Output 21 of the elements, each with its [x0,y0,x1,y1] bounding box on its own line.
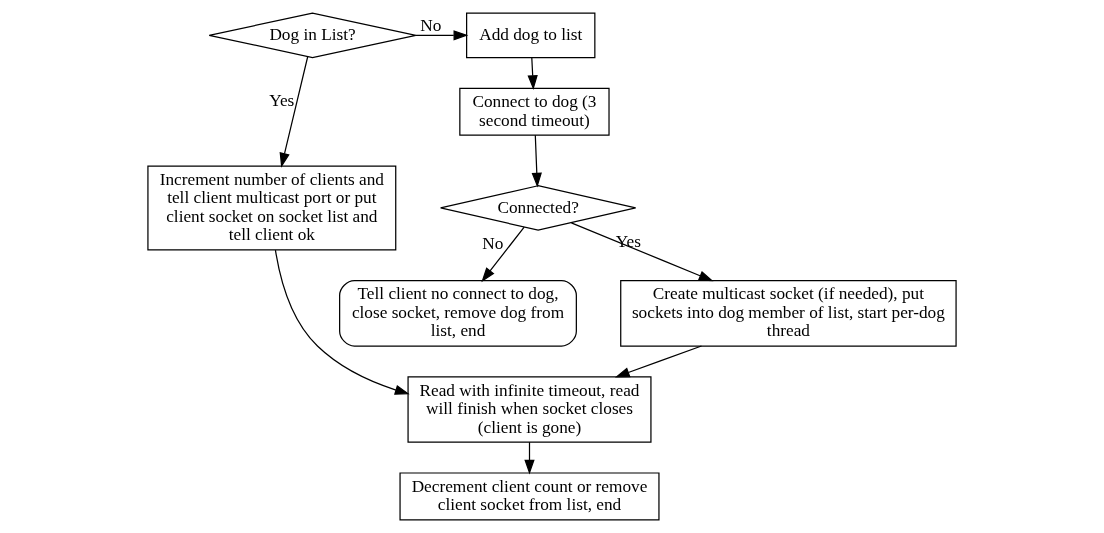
arrow [415,30,469,41]
arrow [481,226,525,283]
edge-label: No [420,15,442,35]
node-box: Read with infinite timeout, read will finish when socket closes (client is gone) [407,376,652,443]
arrow [527,56,538,91]
arrow [279,56,309,168]
arrow [570,222,714,282]
edge-label: No [482,234,504,254]
edge-label: Yes [269,91,295,111]
edge-label: Yes [615,231,641,251]
node-box: Create multicast socket (if needed), put sockets into dog member of list, start per-dog thread [620,280,957,347]
node-box: Tell client no connect to dog, close socket, remove dog from list, end [339,280,577,347]
node-diamond: Dog in List? [208,12,417,59]
node-box: Increment number of clients and tell client multicast port or put client socket on socket list and tell client ok [147,165,397,251]
node-box: Connect to dog (3 second timeout) [459,87,610,136]
arrow [531,134,542,188]
arrow [274,249,410,395]
node-box: Decrement client count or remove client socket from list, end [399,472,660,521]
node-diamond: Connected? [440,185,637,231]
arrow [614,345,703,378]
node-box: Add dog to list [466,12,596,59]
